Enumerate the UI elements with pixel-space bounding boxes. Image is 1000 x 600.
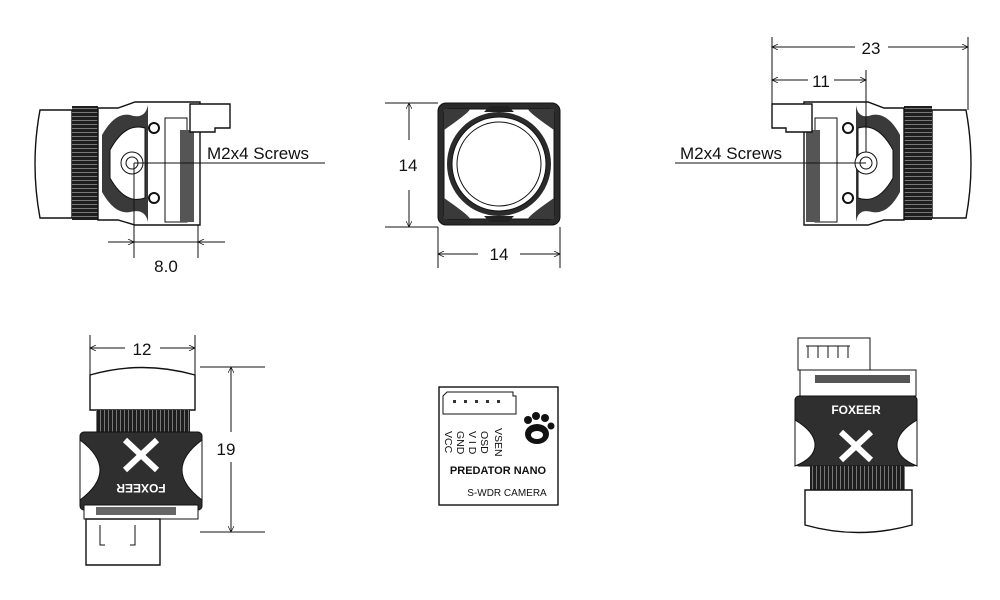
- top-view: FOXEER 12 19: [79, 335, 265, 566]
- dimension-width-label: 14: [490, 245, 509, 264]
- focus-ring: [96, 410, 190, 432]
- focus-ring: [72, 106, 98, 220]
- side-view-right: M2x4 Screws 23 11: [675, 37, 972, 226]
- rear-label: VCC GND V I D OSD VSEN PREDATOR NANO S-W…: [438, 386, 559, 506]
- pin-gnd: GND: [454, 431, 466, 455]
- brand-logo-icon: [838, 429, 874, 463]
- screws-callout-left: M2x4 Screws: [207, 144, 309, 163]
- side-view-left: M2x4 Screws 8.0: [34, 101, 325, 276]
- dimension-height-label: 19: [217, 440, 236, 459]
- focus-ring: [810, 466, 905, 490]
- pin-labels: VCC GND V I D OSD VSEN: [442, 428, 504, 457]
- paw-logo-icon: [524, 412, 555, 444]
- lens: [34, 109, 73, 219]
- connector: [771, 103, 813, 133]
- connector: [85, 518, 161, 566]
- lens: [931, 109, 972, 219]
- screws-callout-right: M2x4 Screws: [680, 144, 782, 163]
- focus-ring: [904, 106, 932, 220]
- dimension-height-label: 14: [399, 156, 418, 175]
- pin-vsen: VSEN: [492, 428, 504, 457]
- brand-mark: FOXEER: [831, 403, 881, 417]
- model-subtitle: S-WDR CAMERA: [467, 488, 547, 499]
- pin-vid: V I D: [466, 431, 478, 455]
- model-name: PREDATOR NANO: [450, 465, 547, 477]
- dimension-partial-length-label: 11: [812, 72, 830, 91]
- brand-logo-icon: [122, 437, 160, 473]
- dimension-depth-label: 8.0: [154, 257, 178, 276]
- pin-vcc: VCC: [442, 431, 454, 454]
- lens: [804, 489, 913, 534]
- pin-osd: OSD: [478, 431, 490, 454]
- dimension-total-length-label: 23: [862, 39, 881, 58]
- connector: [189, 103, 231, 133]
- brand-mark: FOXEER: [116, 481, 166, 495]
- bottom-view: FOXEER: [794, 337, 918, 534]
- lens: [89, 366, 196, 411]
- connector: [797, 337, 871, 371]
- dimension-width-label: 12: [133, 340, 152, 359]
- front-view: 14 14: [385, 103, 560, 268]
